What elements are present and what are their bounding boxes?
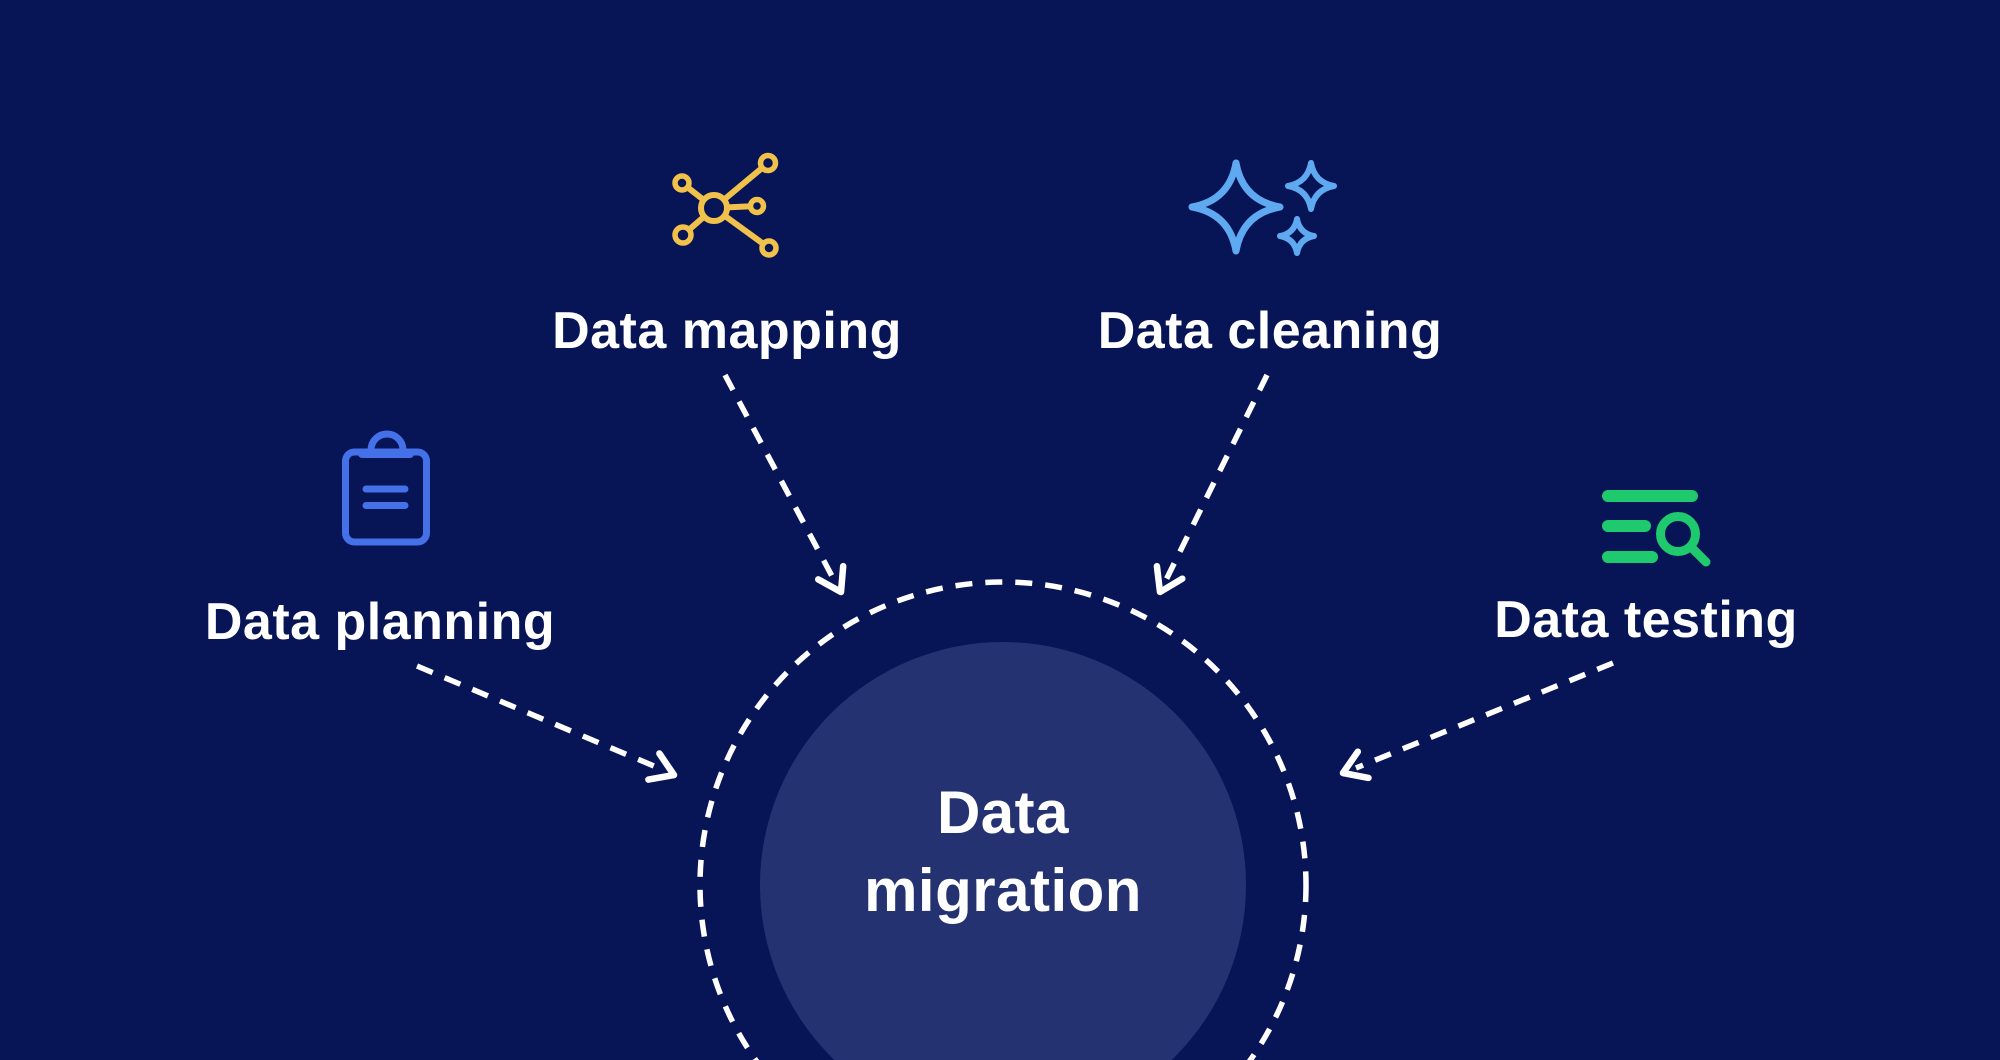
label-data-planning: Data planning bbox=[204, 593, 556, 651]
network-node-5 bbox=[672, 224, 694, 246]
sparkle-medium bbox=[1285, 160, 1337, 212]
connector-arrowheads bbox=[645, 562, 1372, 783]
testing-arrowhead bbox=[1339, 748, 1372, 782]
network-node-3 bbox=[747, 196, 767, 216]
cleaning-arrowhead bbox=[1153, 562, 1186, 596]
network-node-2 bbox=[757, 152, 779, 174]
planning-arrowhead bbox=[645, 750, 678, 783]
magnifier-handle bbox=[1688, 544, 1711, 567]
network-node-4 bbox=[759, 238, 779, 258]
network-icon bbox=[672, 152, 779, 258]
sparkle-large bbox=[1188, 159, 1284, 255]
mapping-arrowhead bbox=[814, 562, 847, 596]
clipboard-icon bbox=[342, 430, 430, 546]
center-dashed-ring bbox=[697, 579, 1309, 1060]
center-title-line-1: Data bbox=[936, 779, 1070, 846]
mapping-connector bbox=[722, 373, 836, 580]
clipboard-clip-arch bbox=[367, 430, 407, 454]
center-title-line-2: migration bbox=[864, 857, 1142, 924]
list-search-icon bbox=[1602, 490, 1711, 567]
sparkle-small bbox=[1277, 216, 1317, 256]
network-hub-node bbox=[698, 192, 730, 224]
planning-connector bbox=[415, 663, 663, 772]
sparkles-icon bbox=[1188, 159, 1337, 256]
label-data-cleaning: Data cleaning bbox=[1097, 302, 1443, 360]
center-circle bbox=[760, 642, 1246, 1060]
connector-lines bbox=[415, 373, 1615, 772]
label-data-mapping: Data mapping bbox=[552, 302, 902, 360]
cleaning-connector bbox=[1163, 373, 1270, 582]
center-title: Data migration bbox=[864, 774, 1142, 930]
magnifier-lens bbox=[1656, 512, 1700, 556]
testing-connector bbox=[1354, 660, 1615, 771]
label-data-testing: Data testing bbox=[1494, 591, 1798, 649]
network-node-1 bbox=[672, 173, 692, 193]
